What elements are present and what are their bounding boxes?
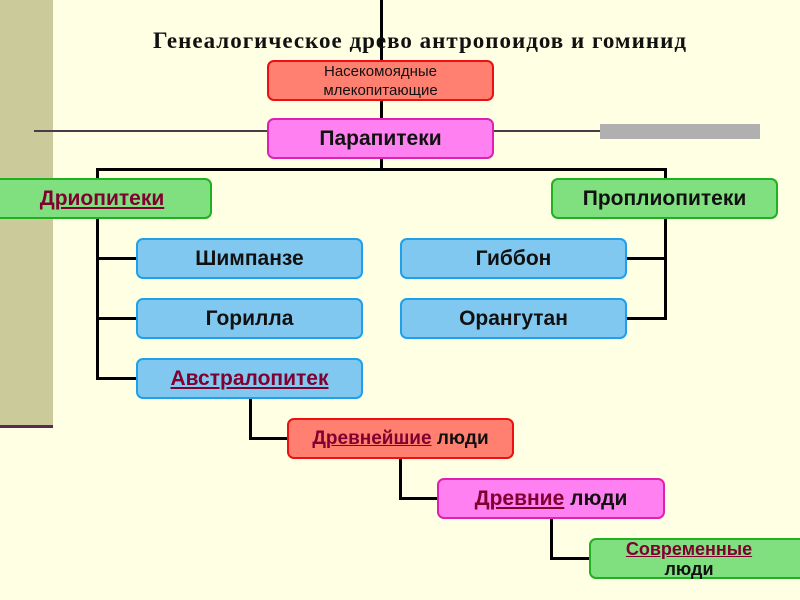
australopithecus-link[interactable]: Австралопитек <box>170 366 329 390</box>
connector <box>550 518 553 559</box>
connector <box>249 398 252 439</box>
node-orangutan: Орангутан <box>400 298 627 339</box>
modern-people-link[interactable]: Современные <box>625 538 753 559</box>
connector <box>96 168 99 380</box>
decor-bar <box>600 124 760 139</box>
connector <box>96 257 136 260</box>
connector <box>627 317 667 320</box>
slide-title: Генеалогическое древо антропоидов и гоми… <box>153 28 687 53</box>
connector <box>96 377 136 380</box>
connector <box>249 437 289 440</box>
node-label: люди <box>431 427 489 449</box>
connector <box>399 458 402 499</box>
ancient-people-link[interactable]: Древние <box>474 486 565 510</box>
connector <box>96 317 136 320</box>
node-label: млекопитающие <box>323 81 438 99</box>
node-label: люди <box>564 486 628 510</box>
connector <box>664 168 667 320</box>
connector <box>97 168 667 171</box>
node-insectivores: Насекомоядные млекопитающие <box>267 60 494 101</box>
node-australopithecus[interactable]: Австралопитек <box>136 358 363 399</box>
node-gorilla: Горилла <box>136 298 363 339</box>
connector <box>399 497 439 500</box>
node-propliopithecus: Проплиопитеки <box>551 178 778 219</box>
oldest-people-link[interactable]: Древнейшие <box>312 427 432 449</box>
node-parapithecus: Парапитеки <box>267 118 494 159</box>
connector <box>550 557 590 560</box>
node-ancient-people: Древние люди <box>437 478 665 519</box>
node-dryopithecus[interactable]: Дриопитеки <box>0 178 212 219</box>
node-chimpanzee: Шимпанзе <box>136 238 363 279</box>
connector <box>627 257 667 260</box>
node-label: Насекомоядные <box>323 62 438 80</box>
node-label: люди <box>664 558 714 579</box>
node-gibbon: Гиббон <box>400 238 627 279</box>
dryopithecus-link[interactable]: Дриопитеки <box>39 186 165 210</box>
node-oldest-people: Древнейшие люди <box>287 418 514 459</box>
